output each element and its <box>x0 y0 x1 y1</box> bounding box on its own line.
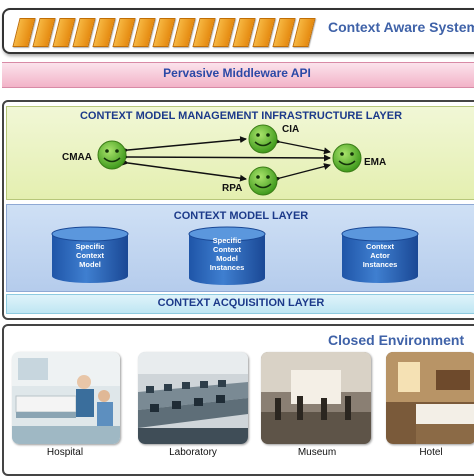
arrow-rpa-ema <box>273 163 331 183</box>
smiley-ema-icon <box>332 143 362 173</box>
hotel-photo <box>386 352 474 444</box>
node-label-rpa: RPA <box>222 183 243 194</box>
db-label-line: Context <box>366 242 394 251</box>
laboratory-photo <box>138 352 248 444</box>
cmmi-layer-title: CONTEXT MODEL MANAGEMENT INFRASTRUCTURE … <box>79 110 403 122</box>
db-label-line: Instances <box>209 263 245 272</box>
hospital-photo <box>12 352 120 444</box>
arrow-cmaa-ema <box>121 153 331 162</box>
db-label-line: Instances <box>362 260 398 269</box>
museum-photo <box>261 352 371 444</box>
database-icon <box>51 226 129 283</box>
node-label-cmaa: CMAA <box>62 152 92 163</box>
db-label-line: Model <box>216 254 238 263</box>
database-label-specific-context-model-instances: Specific Context Model Instances <box>189 236 265 272</box>
smiley-cmaa-icon <box>97 140 127 170</box>
context-aware-system-bar <box>2 8 474 54</box>
arrow-cia-ema <box>273 137 331 155</box>
database-icon <box>188 226 266 285</box>
hospital-label: Hospital <box>46 447 84 458</box>
db-label-line: Context <box>213 245 241 254</box>
middleware-api-label: Pervasive Middleware API <box>163 66 311 80</box>
laboratory-label: Laboratory <box>169 447 217 458</box>
database-label-specific-context-model: Specific Context Model <box>52 242 128 269</box>
smiley-cia-icon <box>248 124 278 154</box>
hotel-label: Hotel <box>419 447 443 458</box>
node-label-ema: EMA <box>364 157 387 168</box>
middleware-api-bar <box>2 62 474 88</box>
smiley-rpa-icon <box>248 166 278 196</box>
arrow-cmaa-rpa <box>121 158 247 182</box>
database-icon <box>341 226 419 283</box>
museum-label: Museum <box>297 447 337 458</box>
context-model-layer-title: CONTEXT MODEL LAYER <box>173 210 309 222</box>
context-aware-system-title: Context Aware System <box>328 19 474 35</box>
context-acquisition-layer-title: CONTEXT ACQUISITION LAYER <box>157 297 325 309</box>
db-label-line: Specific <box>212 236 242 245</box>
arrow-cmaa-cia <box>121 136 247 155</box>
context-acquisition-layer <box>6 294 474 314</box>
db-label-line: Specific <box>75 242 105 251</box>
closed-environment-title: Closed Environment <box>328 332 465 348</box>
db-label-line: Actor <box>370 251 390 260</box>
db-label-line: Model <box>79 260 101 269</box>
node-label-cia: CIA <box>282 124 300 135</box>
db-label-line: Context <box>76 251 104 260</box>
database-label-context-actor-instances: Context Actor Instances <box>342 242 418 269</box>
